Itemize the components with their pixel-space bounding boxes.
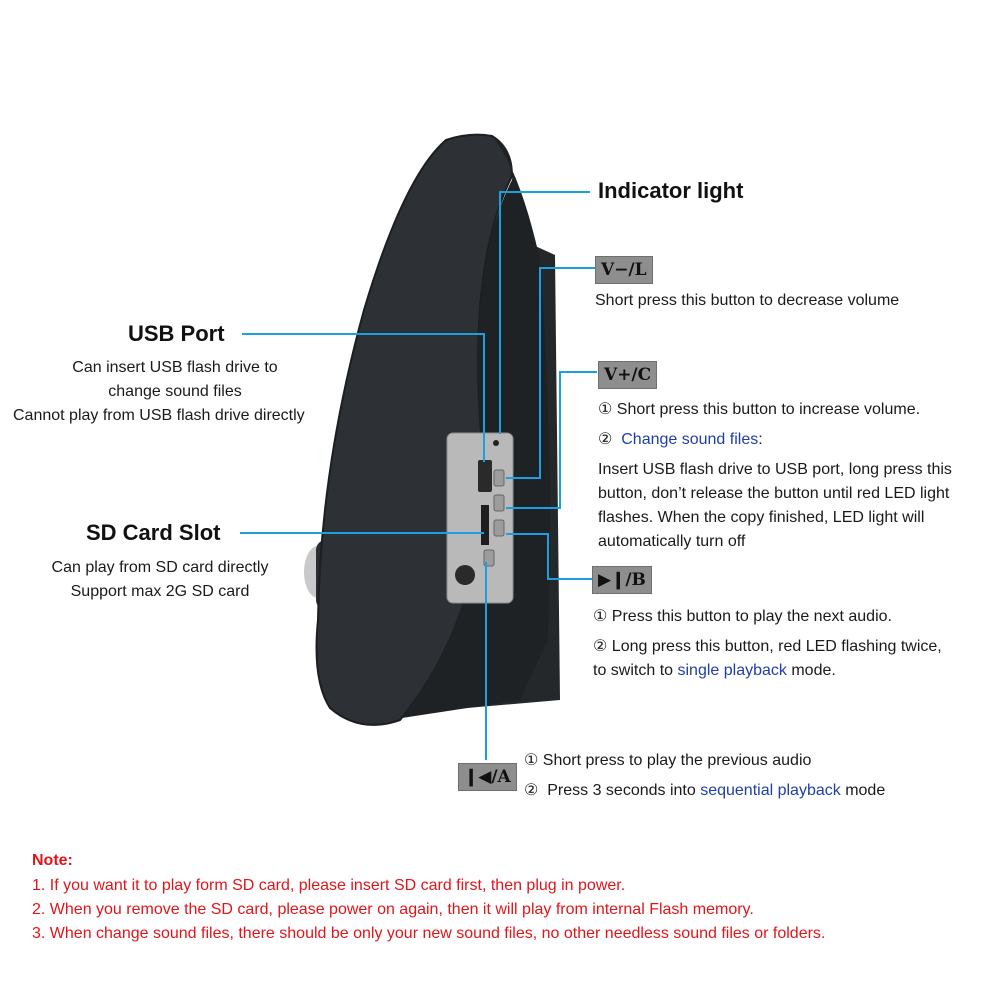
usb-port-line-3: Cannot play from USB flash drive directl… <box>13 407 305 424</box>
indicator-light-title: Indicator light <box>598 178 744 203</box>
sd-card-slot-title: SD Card Slot <box>86 520 221 545</box>
leader-line-v-plus <box>506 371 597 509</box>
prev-item-2: ② Press 3 seconds into sequential playba… <box>524 779 885 803</box>
note-item-3: 3. When change sound files, there should… <box>32 925 826 942</box>
leader-lines <box>240 191 597 760</box>
leader-line-v-minus <box>506 267 595 479</box>
v-plus-item-2-number: ② <box>598 431 622 448</box>
usb-port-title: USB Port <box>128 321 225 346</box>
v-plus-item-2-colon: : <box>758 431 763 448</box>
play-item-1: ① Press this button to play the next aud… <box>593 608 892 625</box>
usb-port-line-1: Can insert USB flash drive to <box>72 359 278 376</box>
sequential-playback-label: sequential playback <box>700 782 841 799</box>
v-plus-item-1: ① Short press this button to increase vo… <box>598 401 921 418</box>
note-heading: Note: <box>32 852 73 869</box>
sd-card-line-2: Support max 2G SD card <box>70 583 250 600</box>
play-item-2b: to switch to single playback mode. <box>593 659 836 683</box>
prev-item-1: ① Short press to play the previous audio <box>524 752 812 769</box>
sd-card-slot <box>481 505 489 545</box>
leader-line-play <box>506 533 592 580</box>
usb-port <box>478 460 492 492</box>
v-plus-paragraph-line-3: flashes. When the copy finished, LED lig… <box>598 509 925 526</box>
v-plus-button-tag: V+/C <box>598 361 658 389</box>
v-plus-paragraph-line-1: Insert USB flash drive to USB port, long… <box>598 461 952 478</box>
single-playback-label: single playback <box>677 662 787 679</box>
indicator-light-dot <box>493 440 499 446</box>
sd-card-line-1: Can play from SD card directly <box>51 559 269 576</box>
play-next-button-tag: ▶❙/B <box>592 566 652 594</box>
play-item-2b-prefix: to switch to <box>593 662 678 679</box>
change-sound-files-label: Change sound files <box>621 431 759 448</box>
usb-port-line-2: change sound files <box>108 383 242 400</box>
prev-item-2-suffix: mode <box>840 782 886 799</box>
prev-button-tag: ❙◀/A <box>458 763 517 791</box>
play-item-2: ② Long press this button, red LED flashi… <box>593 638 942 655</box>
note-item-1: 1. If you want it to play form SD card, … <box>32 877 626 894</box>
v-minus-description: Short press this button to decrease volu… <box>595 292 900 309</box>
prev-item-2-prefix: ② Press 3 seconds into <box>524 782 701 799</box>
v-plus-item-2: ② Change sound files: <box>598 428 763 452</box>
leader-line-indicator <box>499 191 590 434</box>
v-minus-button-tag: V−/L <box>595 256 653 284</box>
v-plus-paragraph-line-2: button, don’t release the button until r… <box>598 485 950 502</box>
leader-line-usb <box>242 333 485 462</box>
speaker-jack <box>455 565 475 585</box>
play-item-2b-suffix: mode. <box>786 662 836 679</box>
v-plus-paragraph-line-4: automatically turn off <box>598 533 746 550</box>
note-item-2: 2. When you remove the SD card, please p… <box>32 901 754 918</box>
